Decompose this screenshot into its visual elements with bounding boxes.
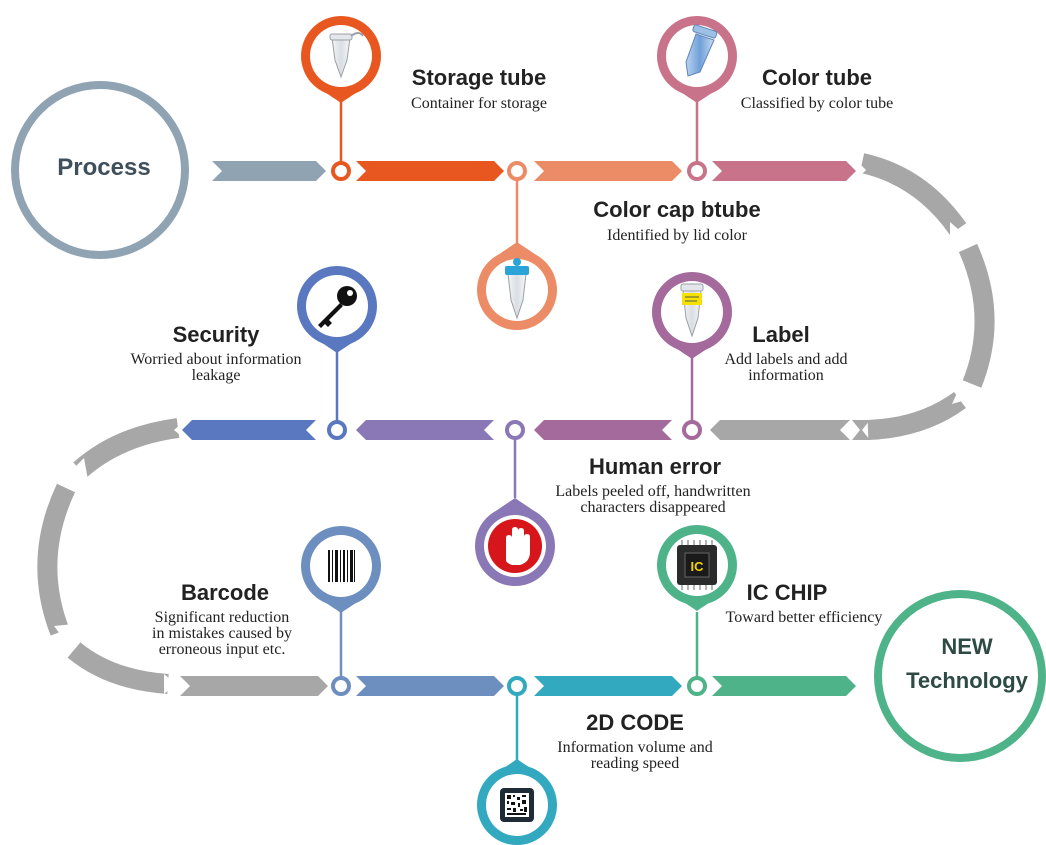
end-label-line2: Technology [906,668,1029,693]
step-label: Label Add labels and add information [652,272,848,440]
step-description: Labels peeled off, handwritten [555,483,750,500]
step-description: Information volume and [557,739,713,756]
step-title: IC CHIP [747,580,828,605]
step-title: Barcode [181,580,269,605]
step-description: reading speed [591,755,679,772]
key-icon [318,286,357,328]
ic-chip-text: IC [691,559,705,574]
step-2d-code: 2D CODE Information volume and reading s… [477,676,713,845]
connector-curve-left [37,418,186,694]
step-security: Security Worried about information leaka… [130,266,377,440]
step-description: erroneous input etc. [159,641,286,658]
barcode-icon [326,548,356,584]
step-description: Significant reduction [155,609,290,626]
step-color-tube: Color tube Classified by color tube [657,16,893,181]
step-description: Identified by lid color [607,227,748,244]
step-title: Color cap btube [593,197,760,222]
step-human-error: Human error Labels peeled off, handwritt… [475,420,751,586]
new-technology-end-circle: NEW Technology [874,590,1046,762]
step-description: Container for storage [411,95,547,112]
process-label: Process [57,154,150,181]
step-title: Security [173,322,261,347]
step-description: Worried about information [130,351,301,368]
flow-row-bottom [180,676,856,696]
flow-row-middle [182,420,850,440]
step-barcode: Barcode Significant reduction in mistake… [152,526,381,696]
stop-hand-icon [488,519,542,573]
step-description: in mistakes caused by [152,625,292,642]
step-title: Storage tube [412,65,546,90]
step-description: characters disappeared [580,499,725,516]
end-label-line1: NEW [941,634,993,659]
qr-code-icon [500,788,534,822]
connector-curve-right [852,153,995,440]
step-title: 2D CODE [586,710,684,735]
microtube-icon [329,32,364,79]
flow-row-top [212,161,856,181]
step-description: Classified by color tube [741,95,893,112]
step-description: Toward better efficiency [726,609,883,626]
step-title: Human error [589,454,721,479]
ic-chip-icon: IC [677,540,717,590]
step-ic-chip: IC IC CHIP Toward better efficiency [657,525,883,696]
step-title: Label [752,322,809,347]
step-description: Add labels and add [724,351,847,368]
process-start-circle: Process [11,81,189,259]
colored-cap-tube-icon [505,258,529,320]
step-storage-tube: Storage tube Container for storage [301,16,547,181]
step-color-cap-tube: Color cap btube Identified by lid color [477,161,761,330]
step-description: information [748,367,824,384]
step-description: leakage [192,367,241,384]
step-title: Color tube [762,65,872,90]
blue-tube-icon [685,24,718,77]
labeled-tube-icon [680,283,704,338]
